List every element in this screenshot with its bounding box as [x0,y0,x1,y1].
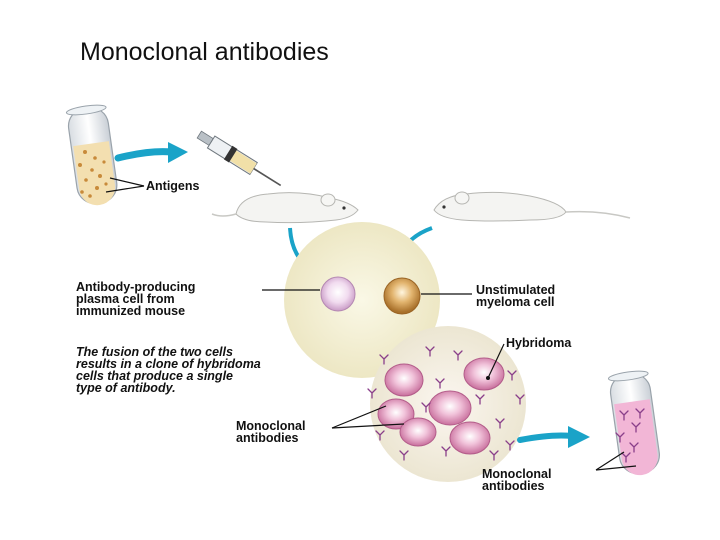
fusion-caption-line3: cells that produce a single [76,369,233,383]
myeloma-cell-label-line2: myeloma cell [476,295,555,309]
antigens-label: Antigens [146,179,200,193]
antigen-test-tube [65,104,118,206]
fusion-caption-line1: The fusion of the two cells [76,345,233,359]
immunized-mouse [211,192,359,224]
hybridoma-cells [377,357,505,455]
monoclonal-left-pointer-2 [331,423,405,429]
antigens-pointer-2 [105,185,145,193]
antigens-pointer-1 [109,177,145,187]
syringe [196,130,282,187]
monoclonal-right-label-line2: antibodies [482,479,545,493]
monoclonal-left-label-line1: Monoclonal [236,419,305,433]
myeloma-cell-label-line1: Unstimulated [476,283,555,297]
antibody-test-tube [607,370,660,476]
arrow-head-hybridoma [568,426,590,448]
arrow-tube-to-syringe [114,148,176,162]
fusion-caption-line4: type of antibody. [76,381,176,395]
plasma-cell-label-line3: immunized mouse [76,304,185,318]
fusion-circle [284,222,440,378]
myeloma-mouse [433,191,631,222]
plasma-cell-label-line2: plasma cell from [76,292,175,306]
monoclonal-left-pointer-1 [331,405,387,429]
antigen-particles [78,150,108,198]
plasma-cell-label-line1: Antibody-producing [76,280,195,294]
hybridoma-pointer-dot [486,376,490,380]
hybridoma-pointer [487,343,505,379]
monoclonal-right-label-line1: Monoclonal [482,467,551,481]
arrow-head-tube-to-syringe [168,142,188,163]
monoclonal-left-label-line2: antibodies [236,431,299,445]
monoclonal-right-pointer-2 [595,465,637,471]
hybridoma-label: Hybridoma [506,336,572,350]
monoclonal-right-pointer-1 [595,451,625,471]
arrow-hybridoma-to-tube [517,432,575,443]
slide-title: Monoclonal antibodies [80,38,329,66]
fusion-caption-line2: results in a clone of hybridoma [76,357,261,371]
myeloma-cell [383,277,421,315]
plasma-cell [320,276,356,312]
